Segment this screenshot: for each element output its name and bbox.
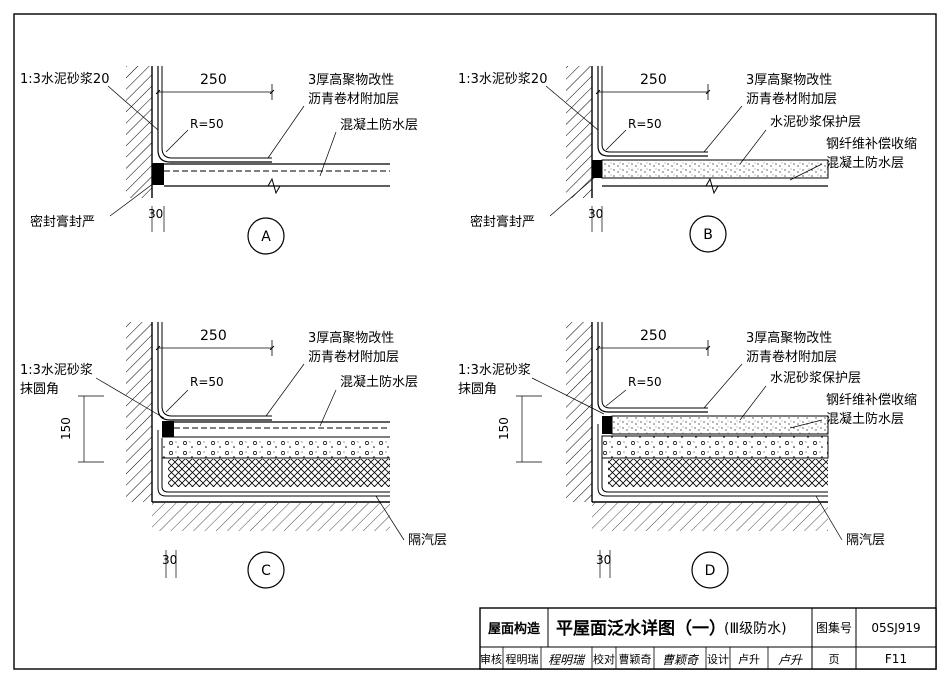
- radius-label: R=50: [190, 117, 224, 131]
- sealant-block: [152, 163, 164, 185]
- protection-label: 水泥砂浆保护层: [770, 115, 861, 130]
- designer-signature: 卢升: [778, 653, 803, 667]
- category-label: 屋面构造: [488, 621, 541, 637]
- membrane-line1: 3厚高聚物改性: [308, 72, 394, 88]
- membrane-line2: 沥青卷材附加层: [308, 349, 399, 365]
- insulation-layer: [601, 435, 829, 459]
- protection-layer: [611, 415, 829, 435]
- membrane-line1: 3厚高聚物改性: [746, 72, 832, 88]
- membrane-line2: 沥青卷材附加层: [308, 91, 399, 107]
- mortar-label: 1:3水泥砂浆: [20, 363, 93, 378]
- title-block: 屋面构造 平屋面泛水详图（一） (Ⅲ级防水) 图集号 05SJ919 审核 程明…: [479, 607, 937, 670]
- drawing-subtitle: (Ⅲ级防水): [724, 621, 787, 637]
- detail-marker: [689, 215, 727, 253]
- dim-height: 150: [59, 417, 73, 440]
- mortar-label: 1:3水泥砂浆20: [458, 72, 547, 87]
- detail-marker: [247, 551, 285, 589]
- checker-signature: 曹颖奇: [662, 653, 700, 667]
- sheet-frame: [13, 13, 937, 670]
- page-label: 页: [829, 653, 840, 666]
- dim-gap: 30: [596, 553, 611, 567]
- atlas-label: 图集号: [816, 620, 852, 635]
- membrane-line1: 3厚高聚物改性: [746, 330, 832, 346]
- mortar-label: 1:3水泥砂浆: [458, 363, 531, 378]
- wall-hatch: [126, 66, 152, 198]
- check-label: 校对: [593, 652, 615, 666]
- protection-layer: [601, 159, 829, 179]
- detail-marker: [691, 551, 729, 589]
- detail-label: D: [705, 563, 716, 579]
- dim-gap: 30: [148, 207, 163, 221]
- sealant-label: 密封膏封严: [30, 214, 95, 230]
- dim-gap: 30: [588, 207, 603, 221]
- round-label: 抹圆角: [458, 382, 497, 397]
- reviewer-name: 程明瑞: [506, 652, 539, 666]
- wall-hatch: [126, 322, 152, 502]
- checker-name: 曹颖奇: [619, 653, 652, 666]
- radius-label: R=50: [628, 117, 662, 131]
- membrane-line1: 3厚高聚物改性: [308, 330, 394, 346]
- dim-width: 250: [200, 328, 227, 344]
- review-label: 审核: [480, 652, 502, 666]
- dim-width: 250: [200, 72, 227, 88]
- atlas-number: 05SJ919: [871, 621, 920, 635]
- fiber-line1: 钢纤维补偿收缩: [826, 392, 917, 408]
- wall-hatch: [566, 66, 592, 198]
- designer-name: 卢升: [738, 653, 760, 666]
- round-label: 抹圆角: [20, 382, 59, 397]
- dim-gap: 30: [162, 553, 177, 567]
- detail-marker: [247, 217, 285, 255]
- concrete-label: 混凝土防水层: [340, 117, 418, 133]
- wall-hatch: [566, 322, 592, 502]
- fiber-line2: 混凝土防水层: [826, 411, 904, 427]
- protection-label: 水泥砂浆保护层: [770, 371, 861, 386]
- reviewer-signature: 程明瑞: [548, 653, 586, 667]
- dim-width: 250: [640, 328, 667, 344]
- fiber-line2: 混凝土防水层: [826, 155, 904, 171]
- design-label: 设计: [707, 653, 729, 666]
- dim-height: 150: [497, 417, 511, 440]
- detail-b: 250 1:3水泥砂浆20 R=50 3厚高聚物改性 沥青卷材附加层 水泥砂浆保…: [458, 66, 917, 253]
- dim-width: 250: [640, 72, 667, 88]
- mortar-label: 1:3水泥砂浆20: [20, 72, 109, 87]
- radius-label: R=50: [190, 375, 224, 389]
- vapor-label: 隔汽层: [408, 533, 447, 548]
- concrete-label: 混凝土防水层: [340, 374, 418, 390]
- board-layer: [168, 459, 390, 487]
- insulation-layer: [162, 438, 390, 458]
- radius-label: R=50: [628, 375, 662, 389]
- sealant-block: [162, 421, 174, 437]
- detail-label: A: [261, 229, 271, 245]
- detail-label: C: [261, 563, 271, 579]
- board-layer: [608, 459, 828, 487]
- membrane-line2: 沥青卷材附加层: [746, 91, 837, 107]
- detail-c: 250 1:3水泥砂浆 抹圆角 R=50 3厚高聚物改性 沥青卷材附加层 混凝土…: [20, 322, 447, 589]
- slab-hatch: [592, 503, 828, 531]
- drawing-title: 平屋面泛水详图（一）: [556, 618, 726, 639]
- detail-d: 250 1:3水泥砂浆 抹圆角 R=50 3厚高聚物改性 沥青卷材附加层 水泥砂…: [458, 322, 917, 589]
- sealant-block: [602, 416, 612, 434]
- slab-hatch: [152, 503, 390, 531]
- membrane-line2: 沥青卷材附加层: [746, 349, 837, 365]
- fiber-line1: 钢纤维补偿收缩: [826, 136, 917, 152]
- page-number: F11: [885, 652, 907, 666]
- vapor-label: 隔汽层: [846, 533, 885, 548]
- sealant-label: 密封膏封严: [470, 214, 535, 230]
- detail-label: B: [703, 227, 713, 243]
- sealant-block: [592, 160, 602, 178]
- detail-a: 250 1:3水泥砂浆20 R=50 3厚高聚物改性 沥青卷材附加层 混凝土防水…: [20, 66, 418, 255]
